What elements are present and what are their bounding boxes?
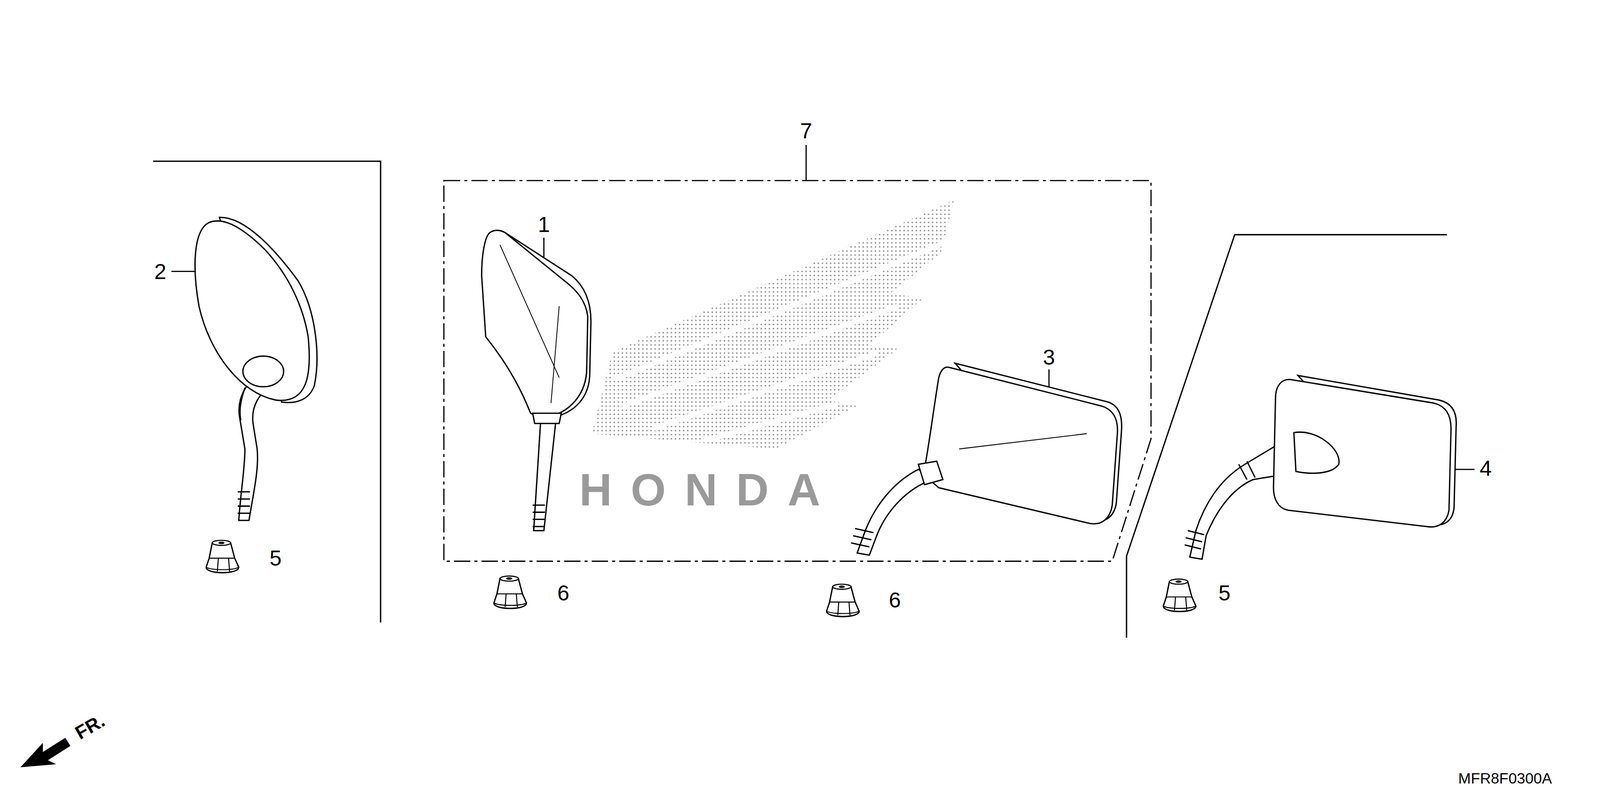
front-arrow <box>20 737 71 768</box>
callout-number: 4 <box>1479 457 1492 480</box>
mirror-left <box>194 217 317 521</box>
callout-number: 3 <box>1042 346 1056 368</box>
mirror-right <box>1184 375 1456 560</box>
set-frame <box>443 180 1152 562</box>
group-frame <box>152 161 381 623</box>
mirror-right-set <box>850 363 1122 556</box>
callout-number: 1 <box>537 213 551 236</box>
callout-number: 2 <box>154 260 167 283</box>
callout-number: 6 <box>888 589 902 611</box>
watermark-text: HONDA <box>579 467 840 513</box>
front-label: FR. <box>72 710 108 743</box>
callout-number: 7 <box>800 120 813 142</box>
diagram-code: MFR8F0300A <box>1458 770 1552 786</box>
mirror-left-set <box>481 230 591 531</box>
callout-number: 6 <box>557 582 570 604</box>
wing-watermark <box>592 200 955 449</box>
callout-number: 5 <box>1218 582 1231 604</box>
callout-number: 5 <box>269 547 282 569</box>
mirror-nut <box>206 540 1196 617</box>
